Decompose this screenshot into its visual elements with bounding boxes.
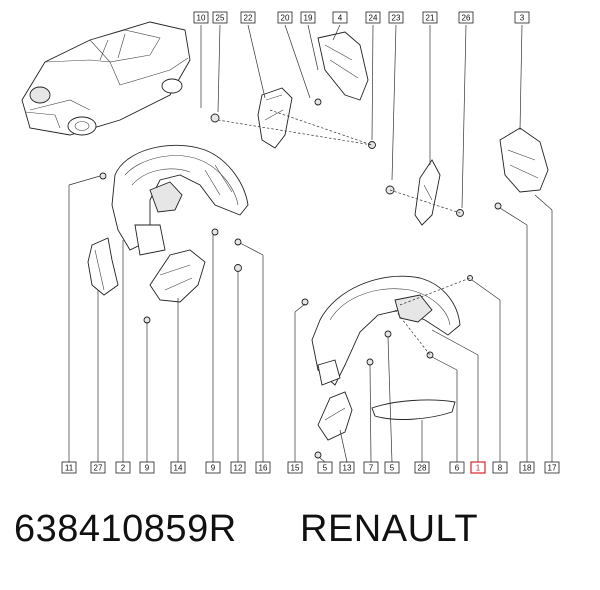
callout-label: 17 — [548, 464, 557, 473]
callout-box: 9 — [139, 461, 155, 474]
liner-bracket-14 — [149, 249, 206, 303]
callout-box: 5 — [317, 461, 333, 474]
callout-label: 20 — [281, 14, 290, 23]
fasteners — [99, 98, 502, 459]
callout-box: 17 — [544, 461, 560, 474]
callout-label: 5 — [323, 464, 328, 473]
leader-lines — [68, 24, 553, 463]
callout-box: 24 — [365, 11, 381, 24]
callout-label: 10 — [197, 14, 206, 23]
callout-box: 19 — [300, 11, 316, 24]
callout-box-highlighted: 1 — [470, 461, 486, 474]
callout-label: 26 — [462, 14, 471, 23]
callout-label: 9 — [211, 464, 216, 473]
callout-box: 10 — [193, 11, 209, 24]
callout-box: 4 — [332, 11, 348, 24]
callout-label: 22 — [244, 14, 253, 23]
callout-box: 25 — [212, 11, 228, 24]
callout-label: 5 — [390, 464, 395, 473]
brand-name: RENAULT — [300, 508, 479, 550]
callout-label: 18 — [523, 464, 532, 473]
callout-label: 23 — [392, 14, 401, 23]
bracket-22 — [257, 87, 293, 149]
front-wheel-arch-liner — [111, 144, 249, 256]
callout-box: 18 — [519, 461, 535, 474]
vehicle-thumbnail — [21, 21, 191, 136]
callout-box: 13 — [339, 461, 355, 474]
callout-box: 23 — [388, 11, 404, 24]
callout-label: 4 — [338, 14, 343, 23]
callout-label: 15 — [291, 464, 300, 473]
callout-box: 15 — [287, 461, 303, 474]
callout-label: 11 — [65, 464, 74, 473]
callout-label: 25 — [216, 14, 225, 23]
callouts-bottom: 11 27 2 9 14 9 12 16 15 5 13 7 5 28 6 1 … — [61, 461, 560, 474]
callout-label: 8 — [498, 464, 503, 473]
part-number: 638410859R — [14, 508, 237, 550]
callout-box: 28 — [414, 461, 430, 474]
callout-box: 20 — [277, 11, 293, 24]
callout-label: 12 — [234, 464, 243, 473]
callout-box: 22 — [240, 11, 256, 24]
callout-label: 14 — [174, 464, 183, 473]
callout-box: 9 — [205, 461, 221, 474]
parts-diagram: 10 25 22 20 19 4 24 23 21 26 3 11 27 2 9… — [21, 11, 560, 474]
callouts-top: 10 25 22 20 19 4 24 23 21 26 3 — [193, 11, 530, 24]
strip-21 — [414, 159, 441, 226]
callout-box: 26 — [458, 11, 474, 24]
callout-box: 12 — [230, 461, 246, 474]
callout-label: 24 — [369, 14, 378, 23]
callout-box: 7 — [363, 461, 379, 474]
seal-strip-28 — [371, 399, 456, 420]
callout-label: 21 — [426, 14, 435, 23]
callout-box: 21 — [422, 11, 438, 24]
liner-bracket-13 — [317, 391, 353, 441]
callout-label: 27 — [94, 464, 103, 473]
callout-label: 6 — [455, 464, 460, 473]
callout-box: 14 — [170, 461, 186, 474]
callout-label: 28 — [418, 464, 427, 473]
callout-label: 16 — [259, 464, 268, 473]
callout-box: 2 — [115, 461, 131, 474]
panel-3 — [499, 127, 549, 193]
callout-label-highlighted: 1 — [476, 464, 481, 473]
callout-label: 13 — [343, 464, 352, 473]
callout-label: 7 — [369, 464, 374, 473]
callout-box: 8 — [492, 461, 508, 474]
callout-label: 2 — [121, 464, 126, 473]
shield-4 — [317, 31, 369, 101]
callout-box: 3 — [514, 11, 530, 24]
liner-deflector-27 — [87, 237, 119, 296]
callout-box: 5 — [384, 461, 400, 474]
callout-box: 6 — [449, 461, 465, 474]
callout-box: 27 — [90, 461, 106, 474]
callout-label: 9 — [145, 464, 150, 473]
callout-label: 19 — [304, 14, 313, 23]
callout-box: 11 — [61, 461, 77, 474]
callout-label: 3 — [520, 14, 525, 23]
rear-wheel-arch-liner — [311, 275, 461, 386]
callout-box: 16 — [255, 461, 271, 474]
